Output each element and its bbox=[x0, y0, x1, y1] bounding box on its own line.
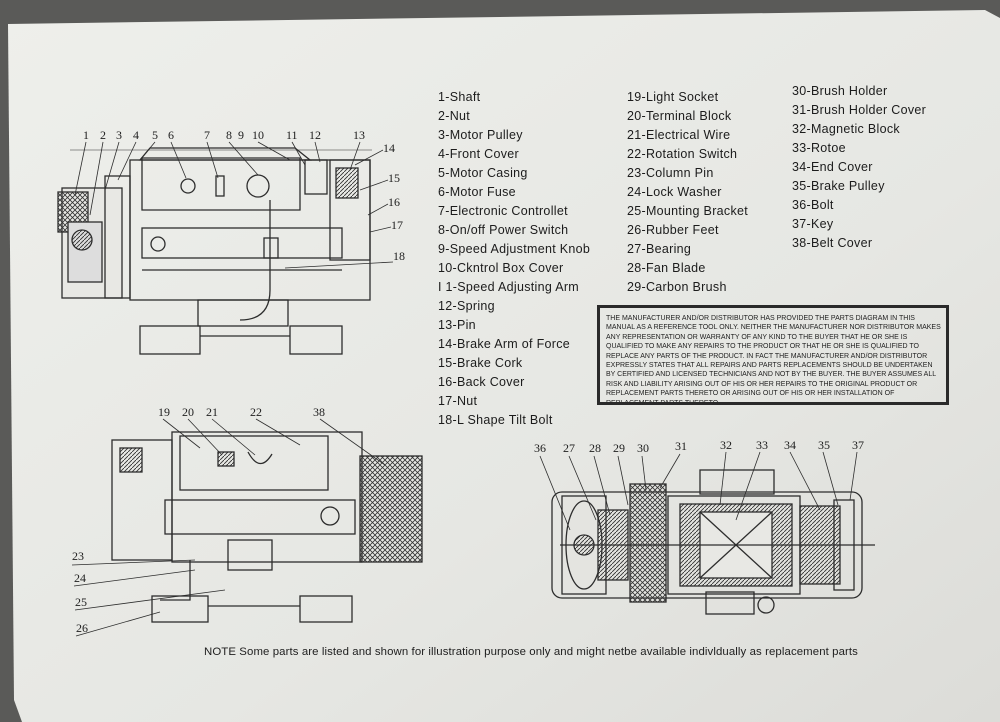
callout-10: 10 bbox=[252, 128, 264, 142]
callout-32: 32 bbox=[720, 438, 732, 452]
callout-21: 21 bbox=[206, 405, 218, 419]
callout-9: 9 bbox=[238, 128, 244, 142]
callout-13: 13 bbox=[353, 128, 365, 142]
callout-27: 27 bbox=[563, 441, 575, 455]
part-list-item: 7-Electronic Controllet bbox=[438, 204, 568, 218]
part-list-item: 38-Belt Cover bbox=[792, 236, 873, 250]
callout-22: 22 bbox=[250, 405, 262, 419]
callout-37: 37 bbox=[852, 438, 864, 452]
callout-24: 24 bbox=[74, 571, 86, 585]
callout-7: 7 bbox=[204, 128, 210, 142]
part-list-item: 28-Fan Blade bbox=[627, 261, 706, 275]
part-list-item: 1-Shaft bbox=[438, 90, 481, 104]
part-list-item: 27-Bearing bbox=[627, 242, 692, 256]
part-list-item: 20-Terminal Block bbox=[627, 109, 732, 123]
part-list-item: 15-Brake Cork bbox=[438, 356, 523, 370]
part-list-item: 31-Brush Holder Cover bbox=[792, 103, 927, 117]
callout-26: 26 bbox=[76, 621, 88, 635]
callout-4: 4 bbox=[133, 128, 139, 142]
part-list-item: 29-Carbon Brush bbox=[627, 280, 727, 294]
callout-25: 25 bbox=[75, 595, 87, 609]
part-list-item: 13-Pin bbox=[438, 318, 476, 332]
part-list-item: 33-Rotoe bbox=[792, 141, 846, 155]
callout-20: 20 bbox=[182, 405, 194, 419]
callout-16: 16 bbox=[388, 195, 400, 209]
part-list-item: 24-Lock Washer bbox=[627, 185, 722, 199]
footer-note: NOTE Some parts are listed and shown for… bbox=[204, 646, 858, 658]
part-list-item: 14-Brake Arm of Force bbox=[438, 337, 571, 351]
part-list-item: 9-Speed Adjustment Knob bbox=[438, 242, 591, 256]
part-list-item: I 1-Speed Adjusting Arm bbox=[438, 280, 580, 294]
part-list-item: 22-Rotation Switch bbox=[627, 147, 738, 161]
parts-list-column-3: 30-Brush Holder 31-Brush Holder Cover 32-M… bbox=[792, 82, 926, 253]
part-list-item: 8-On/off Power Switch bbox=[438, 223, 569, 237]
part-list-item: 2-Nut bbox=[438, 109, 471, 123]
part-list-item: 35-Brake Pulley bbox=[792, 179, 885, 193]
callout-28: 28 bbox=[589, 441, 601, 455]
part-list-item: 5-Motor Casing bbox=[438, 166, 528, 180]
part-list-item: 6-Motor Fuse bbox=[438, 185, 516, 199]
bottom-right-section-drawing bbox=[551, 469, 875, 615]
part-list-item: 3-Motor Pulley bbox=[438, 128, 523, 142]
part-list-item: 17-Nut bbox=[438, 394, 478, 408]
callout-14: 14 bbox=[383, 141, 395, 155]
part-list-item: 18-L Shape Tilt Bolt bbox=[438, 413, 553, 427]
callout-38: 38 bbox=[313, 405, 325, 419]
disclaimer-box: THE MANUFACTURER AND/OR DISTRIBUTOR HAS … bbox=[597, 305, 949, 405]
callout-8: 8 bbox=[226, 128, 232, 142]
part-list-item: 34-End Cover bbox=[792, 160, 873, 174]
callout-31: 31 bbox=[675, 439, 687, 453]
callout-11: 11 bbox=[286, 128, 298, 142]
part-list-item: 37-Key bbox=[792, 217, 834, 231]
callout-2: 2 bbox=[100, 128, 106, 142]
parts-list-column-2: 19-Light Socket 20-Terminal Block 21-Elect… bbox=[627, 88, 748, 297]
part-list-item: 26-Rubber Feet bbox=[627, 223, 719, 237]
part-list-item: 30-Brush Holder bbox=[792, 84, 888, 98]
callout-15: 15 bbox=[388, 171, 400, 185]
part-list-item: 36-Bolt bbox=[792, 198, 834, 212]
bottom-left-motor-drawing bbox=[111, 431, 423, 623]
callout-12: 12 bbox=[309, 128, 321, 142]
callout-18: 18 bbox=[393, 249, 405, 263]
callout-35: 35 bbox=[818, 438, 830, 452]
callout-23: 23 bbox=[72, 549, 84, 563]
top-motor-drawing bbox=[57, 147, 372, 355]
callout-3: 3 bbox=[116, 128, 122, 142]
callout-33: 33 bbox=[756, 438, 768, 452]
part-list-item: 25-Mounting Bracket bbox=[627, 204, 749, 218]
callout-1: 1 bbox=[83, 128, 89, 142]
callout-6: 6 bbox=[168, 128, 174, 142]
callout-30: 30 bbox=[637, 441, 649, 455]
callout-36: 36 bbox=[534, 441, 546, 455]
part-list-item: 21-Electrical Wire bbox=[627, 128, 731, 142]
part-list-item: 23-Column Pin bbox=[627, 166, 714, 180]
part-list-item: 32-Magnetic Block bbox=[792, 122, 900, 136]
callout-34: 34 bbox=[784, 438, 796, 452]
part-list-item: 16-Back Cover bbox=[438, 375, 525, 389]
part-list-item: 4-Front Cover bbox=[438, 147, 520, 161]
parts-list-column-1: 1-Shaft 2-Nut 3-Motor Pulley 4-Front Cover 5… bbox=[438, 88, 590, 430]
callout-5: 5 bbox=[152, 128, 158, 142]
part-list-item: 12-Spring bbox=[438, 299, 495, 313]
part-list-item: 10-Ckntrol Box Cover bbox=[438, 261, 564, 275]
callout-29: 29 bbox=[613, 441, 625, 455]
part-list-item: 19-Light Socket bbox=[627, 90, 719, 104]
callout-17: 17 bbox=[391, 218, 403, 232]
callout-19: 19 bbox=[158, 405, 170, 419]
